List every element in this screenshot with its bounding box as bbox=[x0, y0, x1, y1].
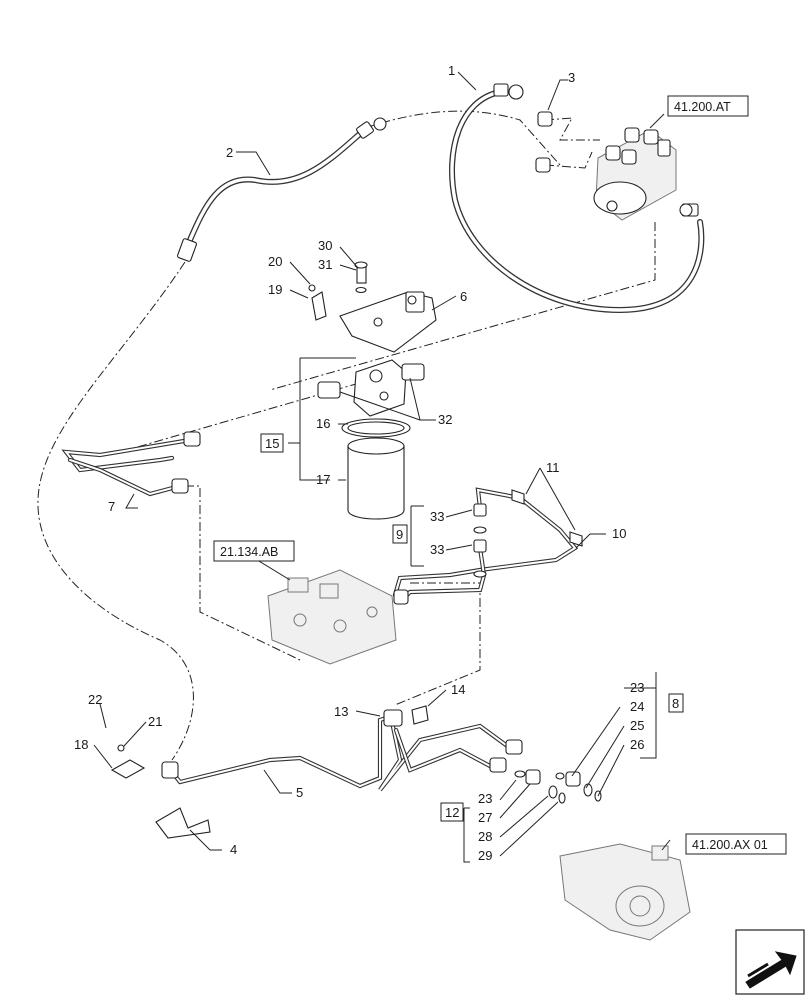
ref-steering-unit: 41.200.AT bbox=[674, 100, 731, 114]
kit-9: 9 bbox=[396, 527, 403, 542]
pipe-10 bbox=[392, 487, 583, 605]
callout-2: 2 bbox=[226, 145, 233, 160]
pipe-5 bbox=[161, 713, 395, 789]
callout-13: 13 bbox=[334, 704, 348, 719]
pipe-7 bbox=[61, 431, 201, 497]
callout-32: 32 bbox=[438, 412, 452, 427]
control-valve bbox=[267, 569, 397, 665]
ref-control-valve: 21.134.AB bbox=[220, 545, 278, 559]
callout-26: 26 bbox=[630, 737, 644, 752]
ref-pump: 41.200.AX 01 bbox=[692, 838, 768, 852]
bracket-6 bbox=[308, 261, 437, 353]
leader-lines bbox=[93, 71, 671, 863]
pump bbox=[559, 843, 691, 941]
callout-19: 19 bbox=[268, 282, 282, 297]
connection-lines bbox=[37, 110, 656, 761]
callout-31: 31 bbox=[318, 257, 332, 272]
clamps-4-18 bbox=[99, 703, 211, 839]
callout-21: 21 bbox=[148, 714, 162, 729]
reference-boxes: 41.200.AT 21.134.AB 41.200.AX 01 bbox=[213, 95, 787, 855]
callout-10: 10 bbox=[612, 526, 626, 541]
callout-25: 25 bbox=[630, 718, 644, 733]
callout-22: 22 bbox=[88, 692, 102, 707]
hose-2 bbox=[177, 117, 387, 262]
steering-unit bbox=[593, 127, 677, 221]
fittings-23-29 bbox=[514, 769, 602, 804]
callout-5: 5 bbox=[296, 785, 303, 800]
kit-12: 12 bbox=[445, 805, 459, 820]
callout-33a: 33 bbox=[430, 509, 444, 524]
callout-1: 1 bbox=[448, 63, 455, 78]
callout-4: 4 bbox=[230, 842, 237, 857]
callout-24: 24 bbox=[630, 699, 644, 714]
callout-14: 14 bbox=[451, 682, 465, 697]
callout-3: 3 bbox=[568, 70, 575, 85]
hose-1 bbox=[449, 83, 705, 314]
callout-18: 18 bbox=[74, 737, 88, 752]
arrow-nav-icon[interactable] bbox=[735, 929, 805, 995]
kit-boxes: 15 9 8 12 bbox=[260, 433, 684, 822]
callout-23b: 23 bbox=[478, 791, 492, 806]
callout-20: 20 bbox=[268, 254, 282, 269]
fitting-3 bbox=[535, 111, 553, 173]
callout-30: 30 bbox=[318, 238, 332, 253]
callout-33b: 33 bbox=[430, 542, 444, 557]
callout-6: 6 bbox=[460, 289, 467, 304]
filter-assembly bbox=[317, 359, 425, 520]
callout-11: 11 bbox=[546, 460, 560, 475]
kit-15: 15 bbox=[265, 436, 279, 451]
callout-29: 29 bbox=[478, 848, 492, 863]
callout-17: 17 bbox=[316, 472, 330, 487]
pipe-13 bbox=[378, 705, 523, 792]
callout-16: 16 bbox=[316, 416, 330, 431]
callout-23a: 23 bbox=[630, 680, 644, 695]
kit-8: 8 bbox=[672, 696, 679, 711]
callout-28: 28 bbox=[478, 829, 492, 844]
callout-labels: 1 3 2 30 20 31 19 6 16 32 17 11 7 33 10 … bbox=[74, 63, 644, 863]
callout-27: 27 bbox=[478, 810, 492, 825]
callout-7: 7 bbox=[108, 499, 115, 514]
